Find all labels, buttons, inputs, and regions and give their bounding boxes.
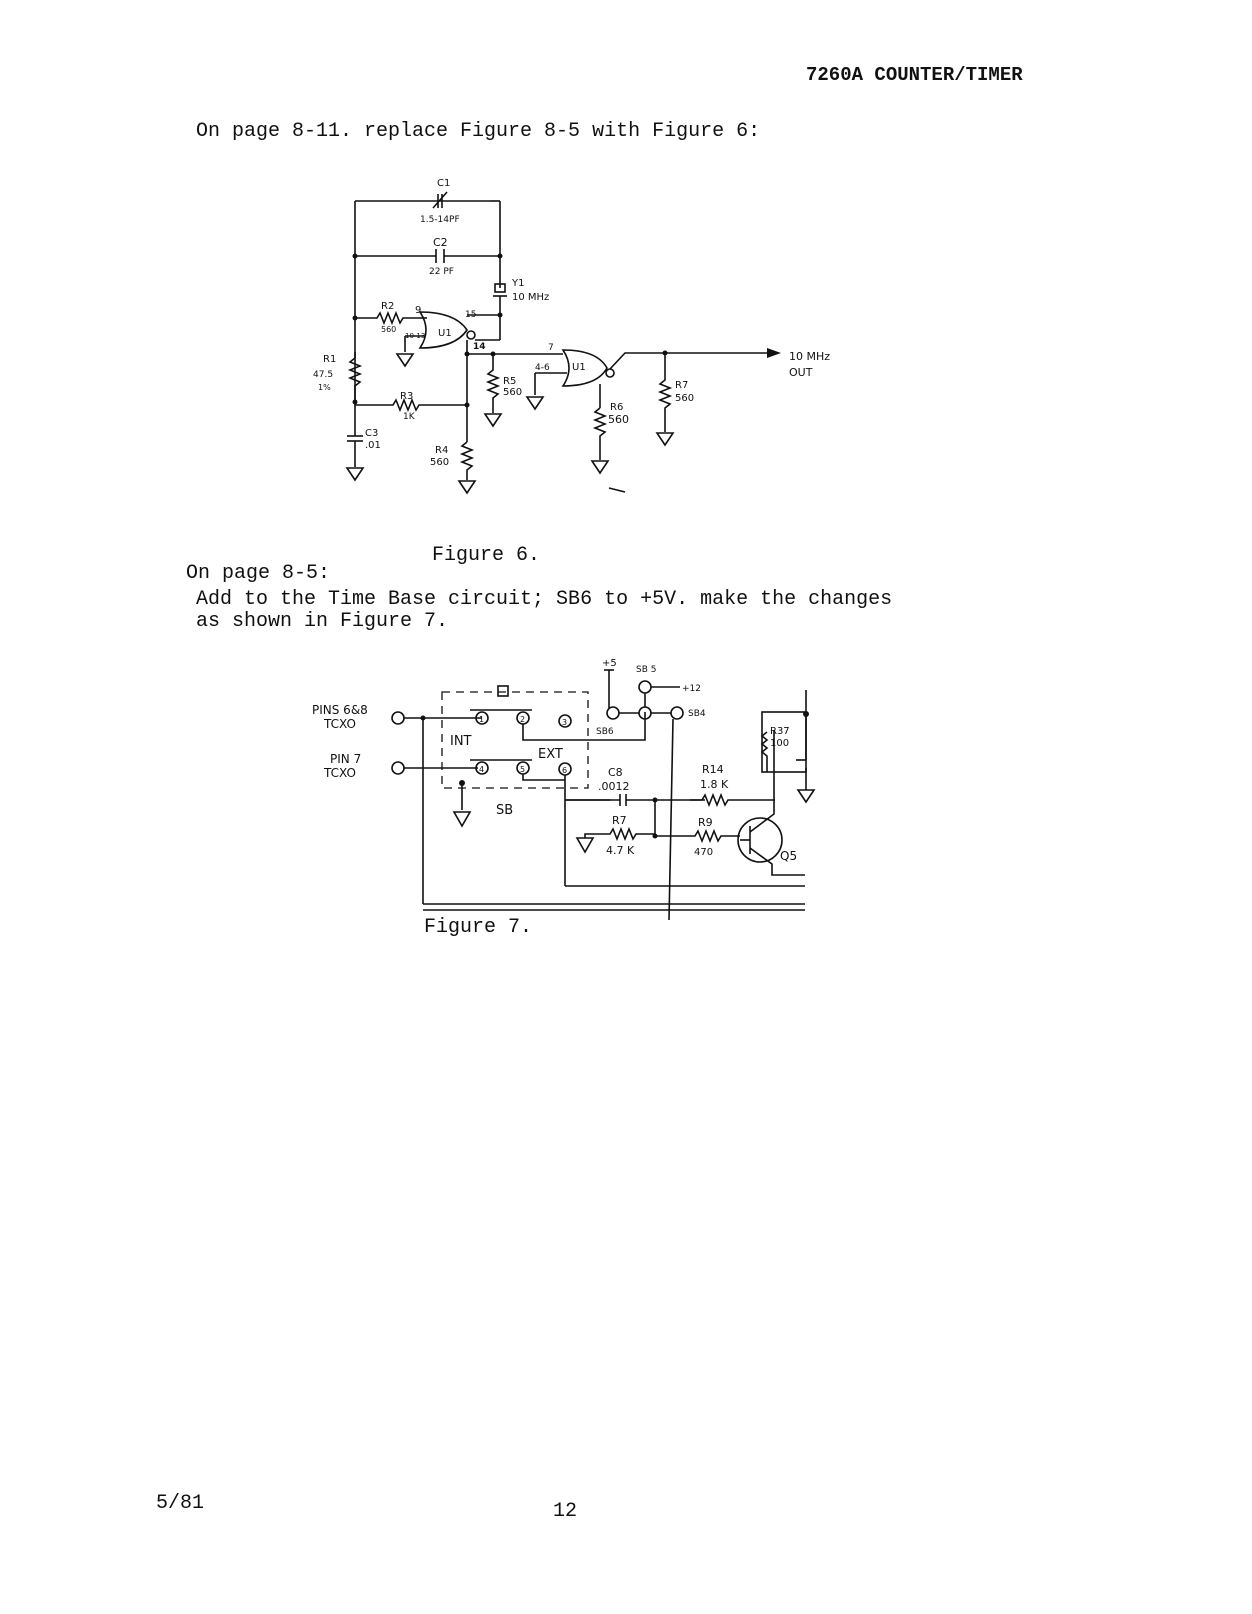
- pin-7-label: PIN 7: [330, 752, 361, 766]
- c1-capacitor: C1 1.5-14PF: [354, 178, 501, 400]
- int-label: INT: [450, 734, 472, 749]
- r5-name: R5: [503, 376, 516, 387]
- sw-contact-4: 4: [479, 765, 484, 774]
- c3-name: C3: [365, 428, 378, 439]
- q5-transistor: Q5: [737, 730, 805, 876]
- sw-contact-1: 1: [479, 715, 484, 724]
- r4-resistor: R4 560: [430, 441, 477, 495]
- r7-resistor: R7 560: [655, 353, 694, 447]
- u1-gate-1: U1 10-13 15 14: [395, 310, 503, 368]
- pin-10-13: 10-13: [405, 332, 425, 340]
- c2-capacitor: C2 22 PF: [352, 236, 503, 277]
- r2-value: 560: [381, 325, 396, 334]
- sw-contact-5: 5: [520, 765, 525, 774]
- r3-value: 1K: [403, 412, 416, 422]
- output-label: 10 MHz: [789, 350, 830, 363]
- u1-label: U1: [438, 328, 452, 339]
- c2-value: 22 PF: [429, 267, 454, 277]
- r14-name: R14: [702, 763, 724, 776]
- u1b-label: U1: [572, 362, 586, 373]
- r1-value: 47.5: [313, 370, 333, 380]
- r3-resistor: R3 1K: [355, 391, 470, 422]
- u1-gate-2: U1 7 4-6: [525, 343, 615, 411]
- figure-6-caption: Figure 6.: [432, 544, 541, 567]
- c8-value: .0012: [598, 780, 630, 793]
- pin-4-6: 4-6: [535, 363, 550, 373]
- figure-7-caption: Figure 7.: [424, 916, 533, 939]
- r4-name: R4: [435, 445, 448, 456]
- c8-name: C8: [608, 766, 623, 779]
- r14-value: 1.8 K: [700, 778, 729, 791]
- r7-name: R7: [612, 814, 627, 827]
- r9-value: 470: [694, 847, 713, 858]
- r1-name: R1: [323, 354, 336, 365]
- c3-capacitor: C3 .01: [345, 402, 381, 482]
- sb6-label: SB6: [596, 727, 614, 737]
- page-header: 7260A COUNTER/TIMER: [806, 64, 1023, 86]
- sb8-label: SB: [496, 803, 513, 818]
- plus12-label: +12: [682, 684, 701, 694]
- y1-value: 10 MHz: [512, 292, 549, 303]
- c1-value: 1.5-14PF: [420, 215, 460, 225]
- r6-resistor: R6 560: [590, 384, 629, 475]
- figure-7-schematic: PINS 6&8 TCXO PIN 7 TCXO 1 2 3 INT 4 5 6…: [312, 658, 816, 921]
- sw-contact-6: 6: [562, 766, 567, 775]
- r4-value: 560: [430, 457, 449, 468]
- r7-value: 4.7 K: [606, 844, 635, 857]
- output-label-2: OUT: [789, 366, 813, 379]
- r37-name: R37: [770, 726, 790, 737]
- r3-name: R3: [400, 391, 413, 402]
- ext-label: EXT: [538, 747, 563, 762]
- q5-label: Q5: [780, 849, 797, 863]
- pin-14: 14: [473, 342, 486, 352]
- r9-name: R9: [698, 816, 713, 829]
- tcxo-label-2: TCXO: [323, 766, 356, 780]
- sw-contact-3: 3: [562, 718, 567, 727]
- pin-7: 7: [548, 343, 554, 353]
- instruction-line-3: Add to the Time Base circuit; SB6 to +5V…: [196, 588, 893, 611]
- footer-date: 5/81: [156, 1492, 205, 1515]
- instruction-line-2: On page 8-5:: [186, 562, 331, 585]
- r37-value: 100: [770, 738, 789, 749]
- sw-contact-2: 2: [520, 715, 525, 724]
- r1-tolerance: 1%: [318, 383, 331, 392]
- r6-name: R6: [610, 402, 623, 413]
- y1-name: Y1: [511, 278, 524, 289]
- page-number: 12: [553, 1500, 578, 1523]
- pin-9: 9: [415, 305, 421, 316]
- figure-6-schematic: C1 1.5-14PF C2 22 PF Y1 10 MHz R2 560 9 …: [313, 178, 830, 495]
- r5-value: 560: [503, 387, 522, 398]
- r7-value: 560: [675, 393, 694, 404]
- sb4-label: SB4: [688, 709, 706, 719]
- r6-value: 560: [608, 413, 629, 426]
- instruction-line-4: as shown in Figure 7.: [196, 610, 449, 633]
- c1-name: C1: [437, 178, 450, 189]
- tcxo-label-1: TCXO: [323, 717, 356, 731]
- c3-value: .01: [365, 440, 381, 451]
- sb5-label: SB 5: [636, 665, 656, 675]
- r1-resistor: R1 47.5 1%: [313, 352, 363, 405]
- instruction-line-1: On page 8-11. replace Figure 8-5 with Fi…: [196, 120, 761, 143]
- r2-resistor: R2 560 9: [352, 301, 421, 334]
- pins-6-8-label: PINS 6&8: [312, 703, 368, 717]
- c2-name: C2: [433, 236, 448, 249]
- r5-resistor: R5 560: [483, 354, 522, 428]
- y1-crystal: Y1 10 MHz: [493, 278, 549, 315]
- plus5-label: +5: [602, 658, 617, 669]
- r7-name: R7: [675, 380, 688, 391]
- r2-name: R2: [381, 301, 394, 312]
